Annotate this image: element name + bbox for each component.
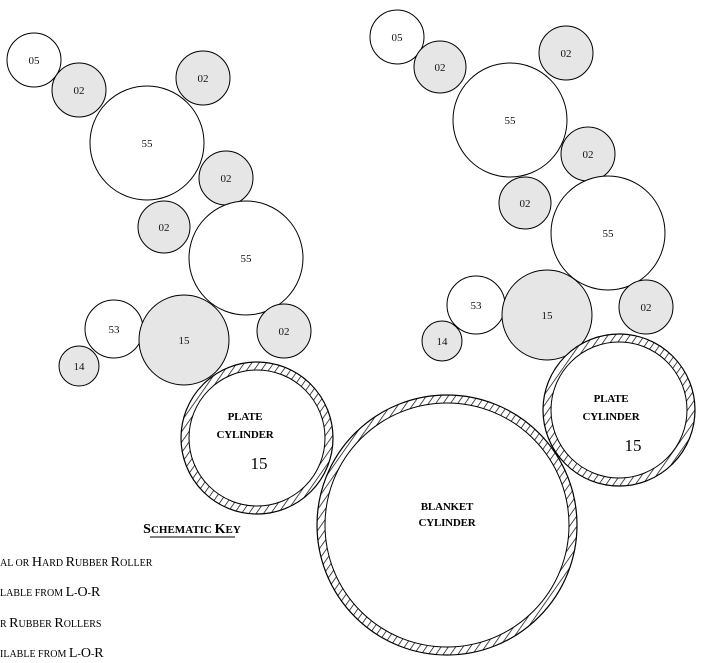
left-plate-cylinder-title-line2: CYLINDER (216, 429, 274, 441)
left-roller-02-middle-left-label: 02 (159, 222, 170, 234)
key-line-segment: ARD (42, 558, 66, 569)
left-plate-cylinder-number: 15 (251, 454, 268, 473)
left-roller-14: 14 (58, 345, 100, 387)
left-roller-55-upper-label: 55 (142, 138, 154, 150)
left-roller-02-top: 02 (51, 62, 107, 118)
right-roller-55-upper: 55 (452, 62, 568, 178)
key-line-segment: LABLE FROM (0, 588, 66, 599)
right-roller-02-upper-right-label: 02 (561, 48, 572, 60)
blanket-cylinder-title-line1: BLANKET (421, 501, 474, 513)
right-roller-02-top-label: 02 (435, 62, 446, 74)
right-plate-cylinder-number: 15 (625, 436, 642, 455)
right-plate-cylinder: PLATE CYLINDER 15 (542, 333, 696, 487)
right-roller-14: 14 (421, 320, 463, 362)
left-roller-02-middle-right: 02 (198, 150, 254, 206)
left-roller-02-middle-left: 02 (137, 200, 191, 254)
key-line-3: R RUBBER ROLLERS (0, 616, 101, 631)
right-roller-02-lower-label: 02 (641, 302, 652, 314)
left-roller-05: 05 (6, 32, 62, 88)
right-roller-15: 15 (501, 269, 593, 361)
left-roller-02-upper-right-label: 02 (198, 73, 209, 85)
right-roller-14-label: 14 (437, 336, 449, 348)
schematic-key: SCHEMATIC KEY AL OR HARD RUBBER ROLLER L… (0, 522, 241, 661)
key-line-segment: O (77, 585, 87, 600)
key-line-segment: - (74, 588, 77, 599)
key-line-segment: L (66, 585, 75, 600)
right-plate-cylinder-title-line2: CYLINDER (582, 411, 640, 423)
left-roller-02-middle-right-label: 02 (221, 173, 232, 185)
left-roller-53-label: 53 (109, 324, 121, 336)
right-plate-cylinder-title-line1: PLATE (594, 393, 629, 405)
right-roller-02-middle-left-label: 02 (520, 198, 531, 210)
blanket-cylinder: BLANKET CYLINDER (316, 394, 578, 656)
key-line-segment: AL OR (0, 558, 32, 569)
key-line-segment: OLLER (120, 558, 153, 569)
key-title-rest-2: EY (226, 524, 241, 536)
key-line-4: ILABLE FROM L-O-R (0, 646, 104, 661)
key-line-segment: ILABLE FROM (0, 649, 69, 660)
key-line-segment: - (77, 649, 80, 660)
key-line-segment: L (69, 646, 78, 661)
right-roller-15-label: 15 (542, 310, 554, 322)
key-line-segment: - (91, 649, 94, 660)
left-plate-cylinder: PLATE CYLINDER 15 (180, 361, 334, 515)
right-roller-02-lower: 02 (618, 279, 674, 335)
left-roller-02-lower-label: 02 (279, 326, 290, 338)
key-line-2: LABLE FROM L-O-R (0, 585, 101, 600)
left-roller-55-lower-label: 55 (241, 253, 253, 265)
key-line-segment: H (32, 555, 42, 570)
right-roller-02-upper-right: 02 (538, 25, 594, 81)
key-line-segment: UBBER (75, 558, 111, 569)
right-roller-55-upper-label: 55 (505, 115, 517, 127)
left-roller-train: 05 02 02 55 02 02 55 53 (6, 32, 312, 387)
key-line-segment: R (66, 555, 76, 570)
left-roller-02-upper-right: 02 (175, 50, 231, 106)
right-roller-02-middle-left: 02 (498, 176, 552, 230)
left-plate-cylinder-title-line1: PLATE (228, 411, 263, 423)
left-roller-55-upper: 55 (89, 85, 205, 201)
key-line-segment: UBBER (19, 619, 55, 630)
key-line-1: AL OR HARD RUBBER ROLLER (0, 555, 153, 570)
key-line-segment: R (91, 585, 101, 600)
key-line-segment: R (0, 619, 9, 630)
right-roller-53-label: 53 (471, 300, 483, 312)
left-roller-15-label: 15 (179, 335, 191, 347)
key-title-initial-k: K (215, 522, 226, 537)
key-line-segment: R (94, 646, 104, 661)
key-line-segment: O (81, 646, 91, 661)
right-roller-02-middle-right-label: 02 (583, 149, 594, 161)
key-title-initial-s: S (143, 522, 151, 537)
left-roller-15: 15 (138, 294, 230, 386)
key-line-segment: R (111, 555, 121, 570)
right-roller-53: 53 (446, 275, 506, 335)
right-roller-05-label: 05 (392, 32, 404, 44)
left-roller-55-lower: 55 (188, 200, 304, 316)
key-line-segment: R (9, 616, 19, 631)
right-roller-02-top: 02 (413, 40, 467, 94)
right-roller-02-middle-right: 02 (560, 126, 616, 182)
key-line-segment: OLLERS (64, 619, 102, 630)
left-roller-14-label: 14 (74, 361, 86, 373)
key-line-segment: - (88, 588, 91, 599)
left-roller-02-top-label: 02 (74, 85, 85, 97)
schematic-key-title: SCHEMATIC KEY (143, 522, 241, 537)
right-roller-train: 05 02 02 55 02 02 55 53 (369, 9, 674, 362)
key-title-rest-1: CHEMATIC (151, 524, 215, 536)
right-roller-05: 05 (369, 9, 425, 65)
left-roller-02-lower: 02 (256, 303, 312, 359)
key-line-segment: R (54, 616, 64, 631)
left-roller-53: 53 (84, 299, 144, 359)
blanket-cylinder-title-line2: CYLINDER (418, 517, 476, 529)
left-roller-05-label: 05 (29, 55, 41, 67)
right-roller-55-lower-label: 55 (603, 228, 615, 240)
right-roller-55-lower: 55 (550, 175, 666, 291)
